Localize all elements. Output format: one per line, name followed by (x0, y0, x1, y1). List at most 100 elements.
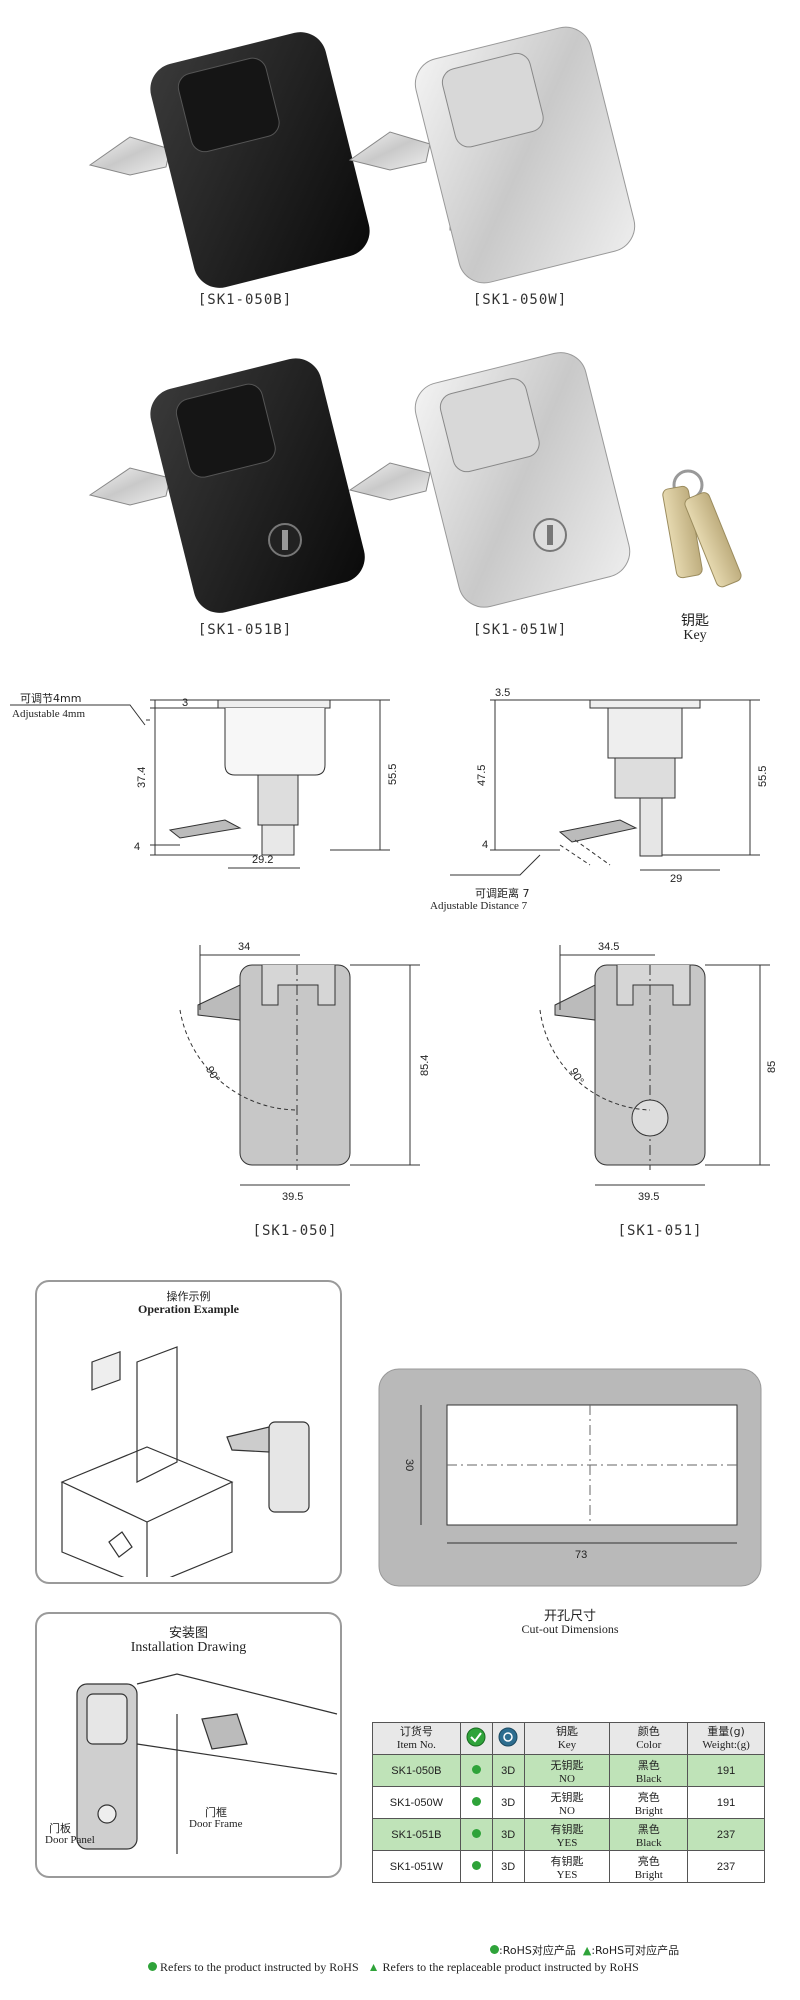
rohs-dot (459, 1850, 493, 1883)
cell-item: SK1-051B (372, 1818, 461, 1851)
photo-keys (662, 469, 742, 588)
caption-sk1-051w: [SK1-051W] (472, 622, 568, 638)
cell-item: SK1-050W (372, 1786, 461, 1819)
cutout-title-zh: 开孔尺寸 (543, 1609, 596, 1624)
legend-line: :RoHS对应产品 ▲:RoHS可对应产品 (490, 1942, 679, 1958)
dim-3-5: 3.5 (495, 687, 510, 699)
cutout-title-en: Cut-out Dimensions (521, 1622, 619, 1636)
rohs-dot-icon (148, 1962, 157, 1971)
cell-item: SK1-050B (372, 1754, 461, 1787)
caption-sk1-050: [SK1-050] (252, 1223, 338, 1239)
installation-illustration (76, 1673, 338, 1854)
caption-sk1-050w: [SK1-050W] (472, 292, 568, 308)
dim-4-left: 4 (134, 841, 140, 853)
side-view-050 (10, 699, 390, 869)
dim-4-right: 4 (482, 839, 488, 851)
installation-title-zh: 安装图 (168, 1626, 208, 1641)
footer-rohs: Refers to the product instructed by RoHS (160, 1960, 359, 1974)
legend-replace: :RoHS可对应产品 (591, 1944, 680, 1957)
distance-note-en: Adjustable Distance 7 (430, 900, 528, 912)
door-panel-en: Door Panel (45, 1834, 95, 1846)
front-view-051 (539, 945, 770, 1186)
key-label-zh: 钥匙 (681, 613, 709, 629)
dim-29: 29 (670, 873, 682, 885)
photo-sk1-051b (88, 358, 365, 613)
dim-55-5-left: 55.5 (387, 764, 399, 785)
door-panel-zh: 门板 (49, 1822, 71, 1835)
adjustable-note-en: Adjustable 4mm (12, 708, 86, 720)
distance-note-zh: 可调距离 7 (475, 887, 530, 900)
side-view-051 (450, 699, 760, 876)
door-frame-zh: 门框 (205, 1806, 227, 1819)
caption-sk1-051: [SK1-051] (617, 1223, 703, 1239)
recycle-icon (491, 1722, 525, 1755)
cell-3d: 3D (491, 1850, 525, 1883)
cell-3d: 3D (491, 1818, 525, 1851)
operation-title-zh: 操作示例 (166, 1290, 211, 1303)
caption-sk1-051b: [SK1-051B] (197, 622, 293, 638)
cell-item: SK1-051W (372, 1850, 461, 1883)
dim-55-5-right: 55.5 (757, 766, 769, 787)
operation-illustration (60, 1346, 310, 1577)
cell-3d: 3D (491, 1754, 525, 1787)
installation-drawing-panel: 安装图 Installation Drawing 门板 Door Panel 门… (35, 1612, 342, 1878)
footer-line: Refers to the product instructed by RoHS… (148, 1960, 639, 1975)
dim-34: 34 (238, 941, 250, 953)
installation-title-en: Installation Drawing (130, 1640, 247, 1655)
rohs-dot-icon (490, 1945, 499, 1954)
photo-sk1-050b (88, 32, 370, 288)
cutout-drawing: 73 30 (378, 1368, 762, 1587)
operation-title-en: Operation Example (138, 1302, 239, 1316)
technical-drawings: 3 37.4 4 55.5 29.2 3.5 47.5 4 55.5 29 34… (10, 687, 778, 1203)
rohs-dot (459, 1818, 493, 1851)
cutout-height: 30 (403, 1459, 415, 1471)
product-photos (88, 26, 742, 613)
door-frame-en: Door Frame (189, 1818, 243, 1830)
dim-85: 85 (766, 1061, 778, 1073)
dim-85-4: 85.4 (419, 1055, 431, 1076)
adjustable-note-zh: 可调节4mm (20, 692, 82, 705)
dim-3: 3 (182, 697, 188, 709)
rohs-dot (459, 1754, 493, 1787)
cutout-width: 73 (575, 1549, 587, 1561)
dim-angle-left: 90° (203, 1064, 222, 1084)
triangle-icon: ▲ (582, 1944, 592, 1957)
footer-replace: Refers to the replaceable product instru… (382, 1960, 639, 1974)
dim-39-5-right: 39.5 (638, 1191, 659, 1203)
rohs-dot (459, 1786, 493, 1819)
front-view-050 (179, 945, 420, 1186)
dim-angle-right: 90° (567, 1066, 586, 1086)
dim-47-5: 47.5 (476, 765, 488, 786)
dim-37-4: 37.4 (136, 767, 148, 788)
cell-weight: 191 (687, 1754, 765, 1787)
operation-example-panel: 操作示例 Operation Example (35, 1280, 342, 1584)
header-weight: 重量(g)Weight:(g) (687, 1722, 765, 1755)
photo-sk1-051w (348, 352, 631, 608)
dim-39-5-left: 39.5 (282, 1191, 303, 1203)
key-label-en: Key (683, 628, 707, 643)
cell-weight: 237 (687, 1818, 765, 1851)
cell-weight: 191 (687, 1786, 765, 1819)
photo-sk1-050w (348, 26, 636, 284)
legend-rohs: :RoHS对应产品 (499, 1944, 576, 1957)
caption-sk1-050b: [SK1-050B] (197, 292, 293, 308)
dim-34-5: 34.5 (598, 941, 619, 953)
cell-3d: 3D (491, 1786, 525, 1819)
triangle-icon: ▲ (367, 1960, 380, 1974)
